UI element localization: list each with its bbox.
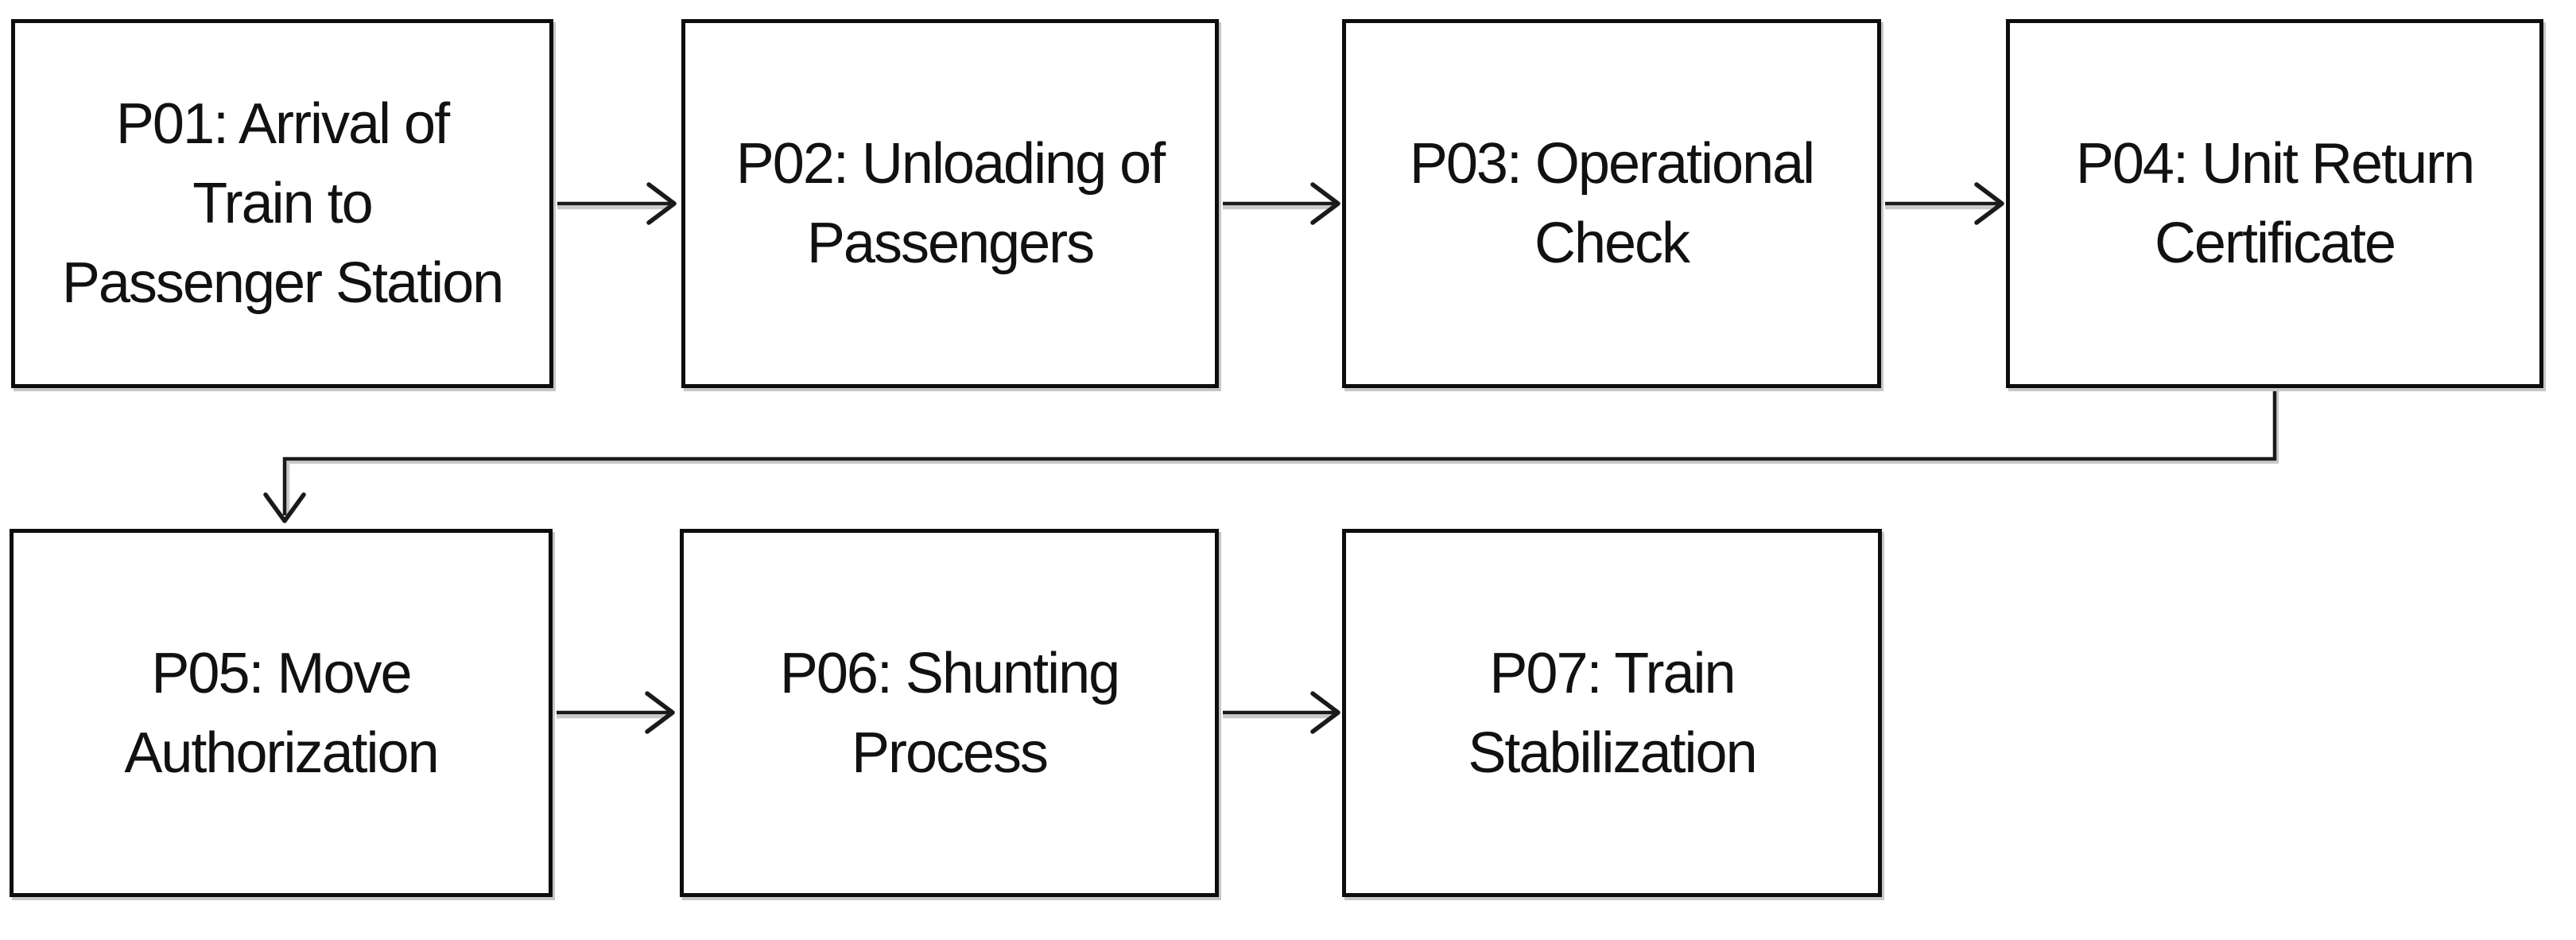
arrow-p06-to-p07: [1223, 691, 1340, 734]
label-line: P06: Shunting: [779, 641, 1120, 705]
label-line: P02: Unloading of: [735, 132, 1166, 196]
label-line: Authorization: [124, 721, 439, 785]
arrow-p02-to-p03: [1223, 182, 1340, 225]
arrow-p03-to-p04: [1885, 182, 2004, 225]
node-p07-train-stabilization: P07: Train Stabilization: [1342, 529, 1882, 897]
node-p01-arrival: P01: Arrival of Train to Passenger Stati…: [11, 19, 553, 388]
label-line: P04: Unit Return: [2075, 132, 2475, 196]
node-p04-unit-return-certificate: P04: Unit Return Certificate: [2006, 19, 2543, 388]
label-line: P03: Operational: [1409, 132, 1815, 196]
label-line: Train to: [192, 172, 373, 235]
label-line: Stabilization: [1468, 721, 1757, 785]
node-p05-move-authorization: P05: Move Authorization: [10, 529, 553, 897]
node-p06-shunting-process: P06: Shunting Process: [680, 529, 1219, 897]
label-line: Passenger Station: [61, 251, 504, 315]
arrow-p05-to-p06: [557, 691, 675, 734]
arrow-p04-to-p05: [263, 390, 2279, 523]
label-line: P07: Train: [1489, 641, 1736, 705]
label-line: P01: Arrival of: [115, 92, 450, 156]
node-p03-operational-check: P03: Operational Check: [1342, 19, 1881, 388]
label-line: Check: [1534, 212, 1690, 275]
label-line: Process: [851, 721, 1049, 785]
label-line: Passengers: [806, 212, 1095, 275]
node-p02-unloading: P02: Unloading of Passengers: [681, 19, 1219, 388]
label-line: Certificate: [2154, 212, 2396, 275]
label-line: P05: Move: [151, 641, 412, 705]
arrow-p01-to-p02: [557, 182, 677, 225]
